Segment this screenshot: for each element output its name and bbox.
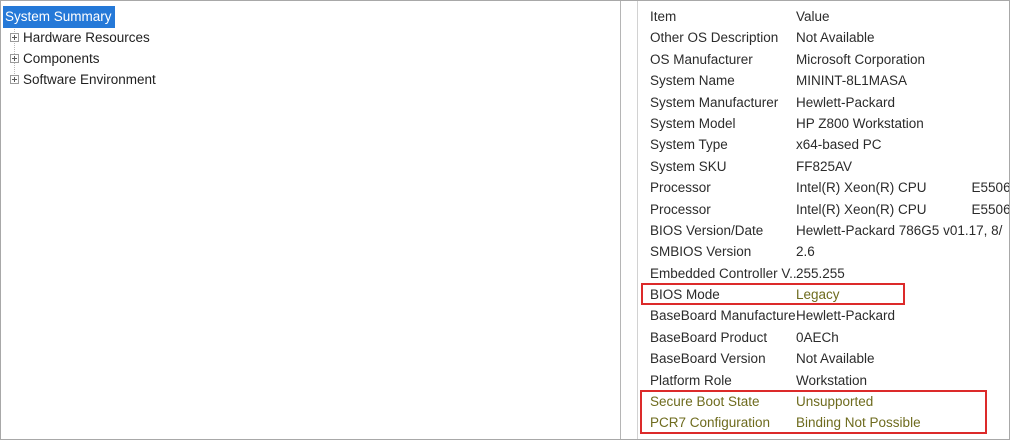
details-row-baseboard-product[interactable]: BaseBoard Product 0AECh <box>638 327 1009 348</box>
row-item-label: Other OS Description <box>650 30 779 46</box>
row-item-label: BIOS Version/Date <box>650 222 764 238</box>
row-value-label: 2.6 <box>796 244 815 260</box>
row-value-label: Microsoft Corporation <box>796 51 926 67</box>
details-row-system-type[interactable]: System Type x64-based PC <box>638 134 1009 155</box>
details-row-bios-version-date[interactable]: BIOS Version/Date Hewlett-Packard 786G5 … <box>638 220 1009 241</box>
details-row-system-sku[interactable]: System SKU FF825AV <box>638 156 1009 177</box>
details-row-processor[interactable]: Processor Intel(R) Xeon(R) CPU E5506 <box>638 177 1009 198</box>
row-item-label: SMBIOS Version <box>650 244 752 260</box>
row-value-label: Legacy <box>796 287 840 303</box>
details-row-baseboard-manufacturer[interactable]: BaseBoard Manufacturer Hewlett-Packard <box>638 305 1009 326</box>
expand-plus-icon[interactable] <box>10 75 19 84</box>
row-value-label: x64-based PC <box>796 137 882 153</box>
expand-plus-icon[interactable] <box>10 33 19 42</box>
row-item-label: BaseBoard Version <box>650 351 766 367</box>
row-value-label: Hewlett-Packard <box>796 94 896 110</box>
row-item-label: System Name <box>650 73 735 89</box>
details-row-pcr7-configuration[interactable]: PCR7 Configuration Binding Not Possible <box>638 412 1009 433</box>
tree-item-label: Hardware Resources <box>23 30 150 45</box>
row-item-label: Embedded Controller V... <box>650 265 796 281</box>
tree-item-components[interactable]: Components <box>1 48 620 69</box>
details-row-system-model[interactable]: System Model HP Z800 Workstation <box>638 113 1009 134</box>
row-value-label: Intel(R) Xeon(R) CPU E5506 <box>796 180 1009 196</box>
row-item-label: PCR7 Configuration <box>650 415 771 431</box>
row-item-label: Processor <box>650 180 711 196</box>
details-row-baseboard-version[interactable]: BaseBoard Version Not Available <box>638 348 1009 369</box>
row-value-label: HP Z800 Workstation <box>796 115 924 131</box>
row-item-label: BaseBoard Manufacturer <box>650 308 796 324</box>
tree-item-software-environment[interactable]: Software Environment <box>1 69 620 90</box>
row-value-label: Binding Not Possible <box>796 415 921 431</box>
row-value-label: 0AECh <box>796 329 839 345</box>
tree-item-label: System Summary <box>3 5 115 28</box>
row-item-label: System Model <box>650 115 736 131</box>
details-header-row: Item Value <box>638 6 1009 27</box>
row-item-label: Secure Boot State <box>650 394 760 410</box>
row-value-label: Unsupported <box>796 394 874 410</box>
row-value-label: Intel(R) Xeon(R) CPU E5506 <box>796 201 1009 217</box>
row-value-label: Not Available <box>796 30 875 46</box>
row-value-label: MININT-8L1MASA <box>796 73 908 89</box>
expand-plus-icon[interactable] <box>10 54 19 63</box>
tree-guide-line <box>14 25 15 80</box>
details-row-system-name[interactable]: System Name MININT-8L1MASA <box>638 70 1009 91</box>
details-row-platform-role[interactable]: Platform Role Workstation <box>638 370 1009 391</box>
tree-item-label: Software Environment <box>23 72 156 87</box>
column-header-value[interactable]: Value <box>796 9 830 24</box>
category-tree: System Summary Hardware Resources Compon… <box>1 5 620 90</box>
details-row-other-os-description[interactable]: Other OS Description Not Available <box>638 27 1009 48</box>
row-item-label: Platform Role <box>650 372 732 388</box>
row-value-label: FF825AV <box>796 158 853 174</box>
row-item-label: BIOS Mode <box>650 287 720 303</box>
row-value-label: Workstation <box>796 372 868 388</box>
tree-item-system-summary[interactable]: System Summary <box>1 5 620 28</box>
details-panel: Item Value Other OS Description Not Avai… <box>637 1 1009 439</box>
row-item-label: BaseBoard Product <box>650 329 768 345</box>
row-item-label: OS Manufacturer <box>650 51 753 67</box>
tree-item-hardware-resources[interactable]: Hardware Resources <box>1 27 620 48</box>
details-row-embedded-controller-v[interactable]: Embedded Controller V... 255.255 <box>638 263 1009 284</box>
row-item-label: System SKU <box>650 158 727 174</box>
row-item-label: System Type <box>650 137 728 153</box>
row-item-label: System Manufacturer <box>650 94 779 110</box>
details-row-smbios-version[interactable]: SMBIOS Version 2.6 <box>638 241 1009 262</box>
details-row-system-manufacturer[interactable]: System Manufacturer Hewlett-Packard <box>638 92 1009 113</box>
column-header-item[interactable]: Item <box>650 9 677 24</box>
details-row-processor[interactable]: Processor Intel(R) Xeon(R) CPU E5506 <box>638 199 1009 220</box>
details-row-os-manufacturer[interactable]: OS Manufacturer Microsoft Corporation <box>638 49 1009 70</box>
row-value-label: Hewlett-Packard <box>796 308 896 324</box>
details-row-secure-boot-state[interactable]: Secure Boot State Unsupported <box>638 391 1009 412</box>
row-value-label: Not Available <box>796 351 875 367</box>
category-tree-panel: System Summary Hardware Resources Compon… <box>1 1 621 439</box>
row-value-label: Hewlett-Packard 786G5 v01.17, 8/ <box>796 222 1003 238</box>
details-row-bios-mode[interactable]: BIOS Mode Legacy <box>638 284 1009 305</box>
row-item-label: Processor <box>650 201 711 217</box>
details-rows: Other OS Description Not Available OS Ma… <box>638 27 1009 433</box>
row-value-label: 255.255 <box>796 265 845 281</box>
tree-item-label: Components <box>23 51 100 66</box>
